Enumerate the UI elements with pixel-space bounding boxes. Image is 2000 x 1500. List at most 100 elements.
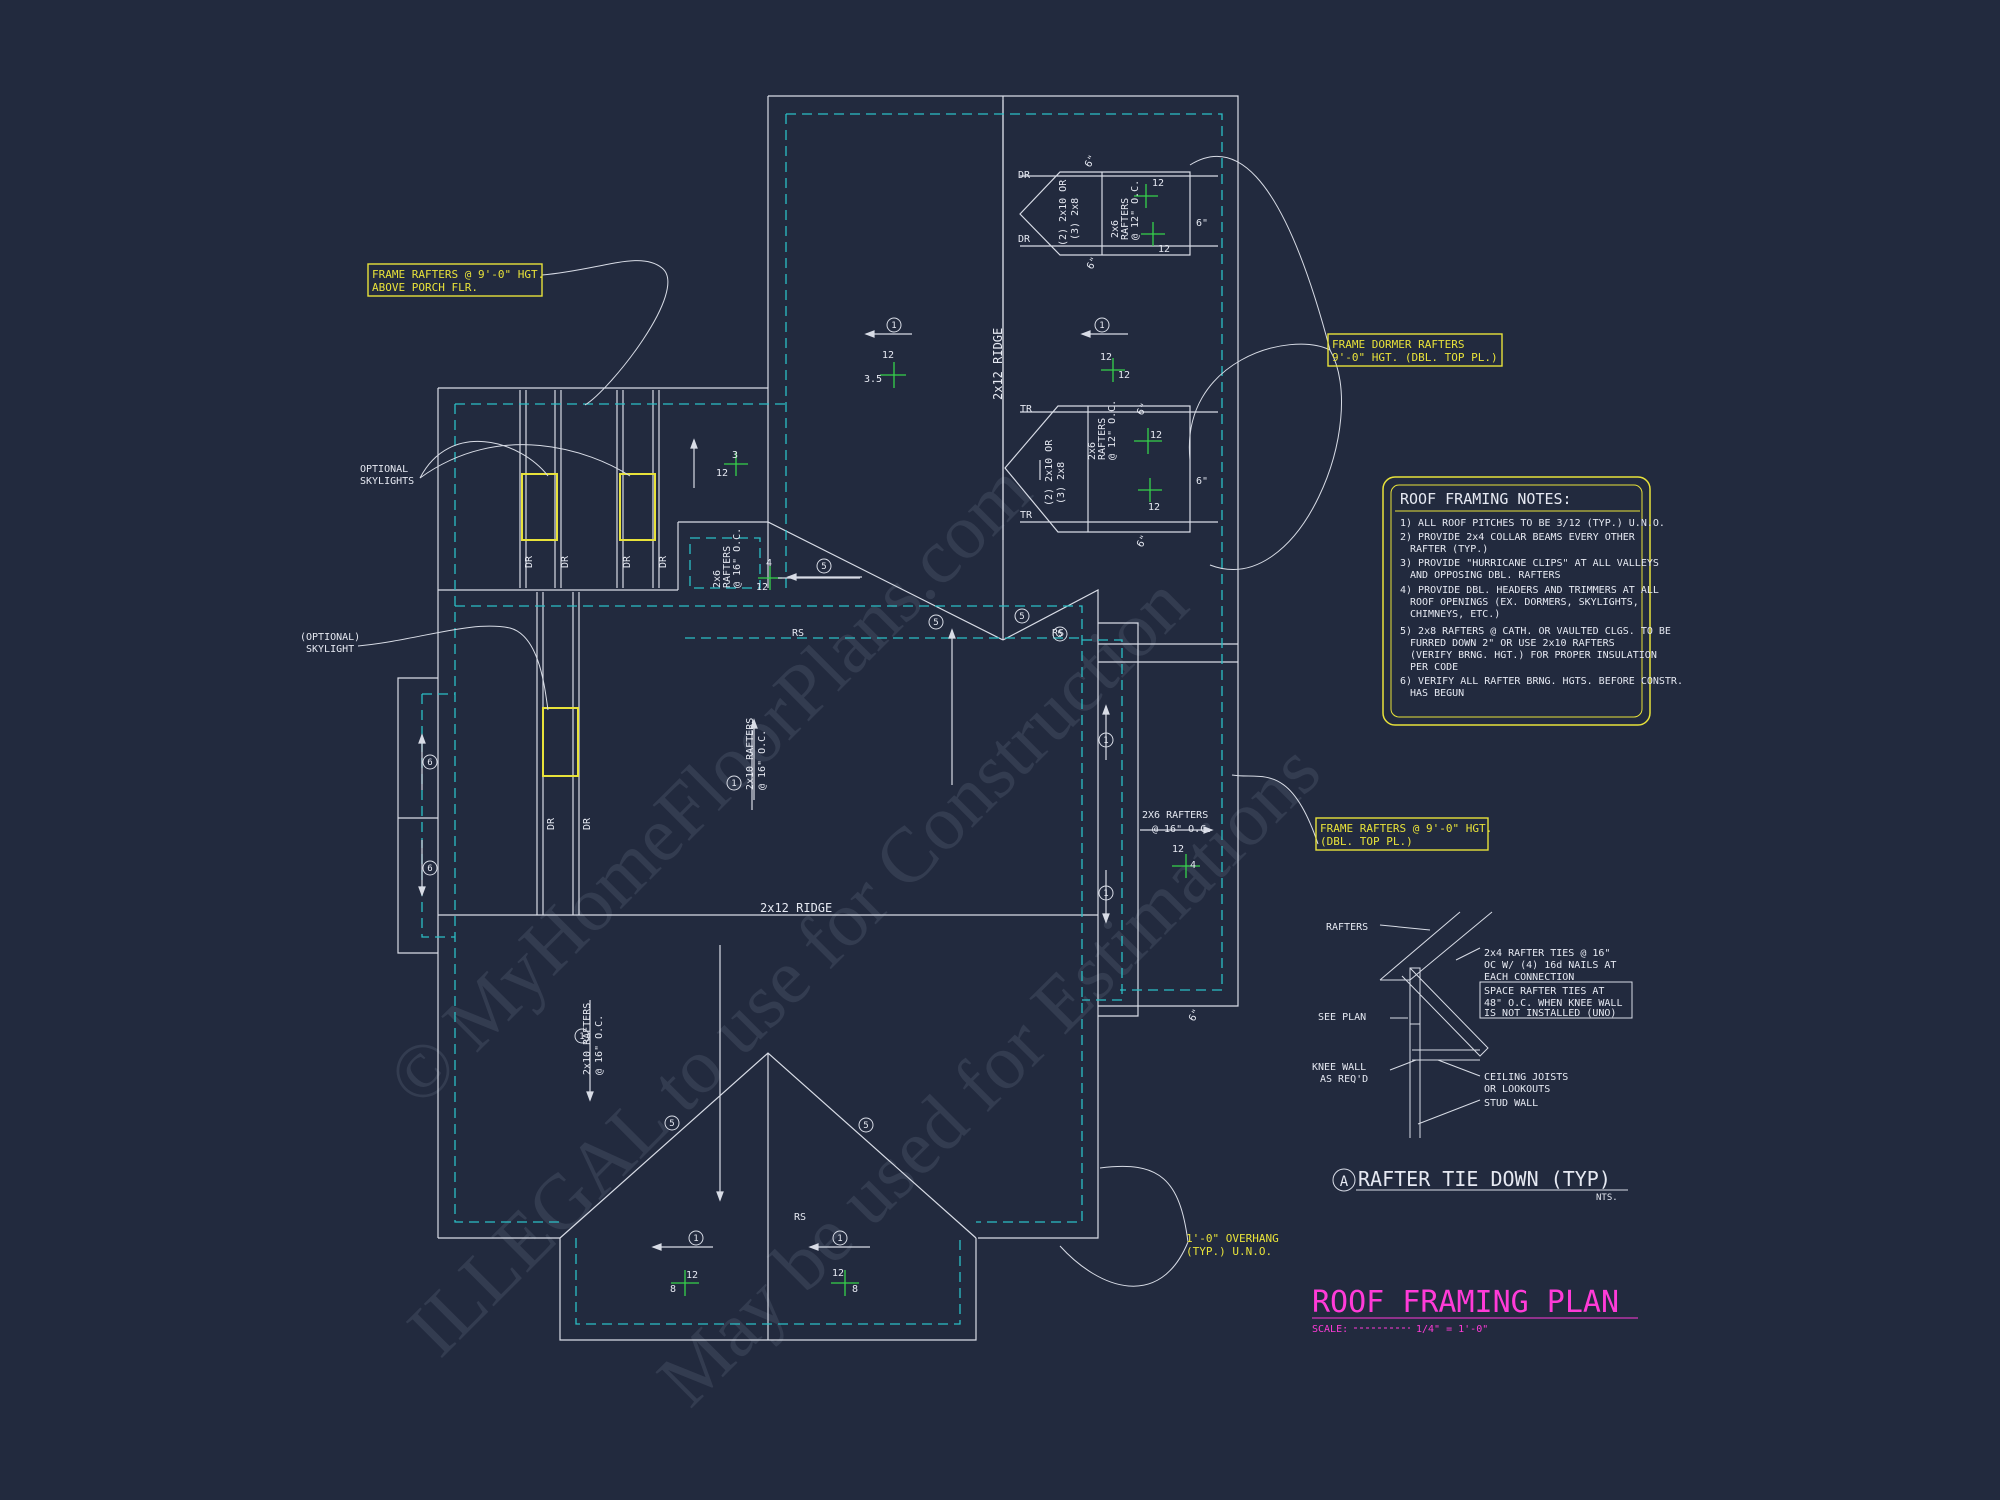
detail-title: RAFTER TIE DOWN (TYP): [1358, 1167, 1611, 1191]
circle-tag: 6: [427, 864, 432, 874]
circle-tag: 1: [837, 1234, 842, 1244]
detail-nts: NTS.: [1596, 1193, 1618, 1203]
pitch-label: 4: [1190, 860, 1196, 871]
plan-scale-value: 1/4" = 1'-0": [1416, 1324, 1488, 1335]
dormer-upper-header-2: (3) 2x8: [1070, 198, 1081, 240]
detail-rafters: RAFTERS: [1326, 922, 1368, 933]
skylight-callouts: OPTIONAL SKYLIGHTS (OPTIONAL) SKYLIGHT: [300, 464, 414, 655]
dr-label: DR: [622, 555, 633, 568]
circle-tag: 1: [1103, 736, 1108, 746]
six-inch-label: 6": [1085, 256, 1101, 272]
rs-label: RS: [792, 628, 804, 639]
dr-label: DR: [658, 555, 669, 568]
six-inch-label: 6": [1196, 218, 1208, 229]
dormer-lower-rafters-2: RAFTERS: [1097, 418, 1108, 460]
detail-ceiling-2: OR LOOKOUTS: [1484, 1084, 1550, 1095]
pitch-label: 8: [670, 1284, 676, 1295]
ridge-label-horizontal: 2x12 RIDGE: [760, 901, 832, 915]
note-6-cont: HAS BEGUN: [1410, 688, 1464, 699]
circle-tag-numbers: 1 1 5 5 5 5 1 1 6 6 1 1 5 5 1 1: [427, 321, 1108, 1244]
rafters-2x6-right-1: 2X6 RAFTERS: [1142, 810, 1208, 821]
pitch-marks: [671, 184, 1200, 1296]
pitch-label: 12: [1148, 502, 1160, 513]
roof-framing-notes: ROOF FRAMING NOTES: 1) ALL ROOF PITCHES …: [1382, 476, 1683, 726]
dormer-lower-rafters-3: @ 12" O.C.: [1107, 400, 1118, 460]
pitch-label: 4: [766, 558, 772, 569]
skylight-callout-2: SKYLIGHT: [306, 644, 354, 655]
detail-ties-2: OC W/ (4) 16d NAILS AT: [1484, 960, 1616, 971]
roof-outline: [397, 95, 1239, 1341]
callout-overhang-line-1: 1'-0" OVERHANG: [1186, 1232, 1279, 1245]
note-5-cont3: PER CODE: [1410, 662, 1458, 673]
callout-porch: FRAME RAFTERS @ 9'-0" HGT. ABOVE PORCH F…: [367, 263, 544, 297]
circle-tag: 5: [1057, 630, 1062, 640]
six-inch-label: 6": [1196, 476, 1208, 487]
note-5: 5) 2x8 RAFTERS @ CATH. OR VAULTED CLGS. …: [1400, 626, 1671, 637]
plan-title: ROOF FRAMING PLAN: [1312, 1285, 1619, 1320]
callout-porch-line-2: ABOVE PORCH FLR.: [372, 281, 478, 294]
note-5-cont2: (VERIFY BRNG. HGT.) FOR PROPER INSULATIO…: [1410, 650, 1657, 661]
plan-scale-label: SCALE:: [1312, 1324, 1348, 1335]
pitch-label: 12: [716, 468, 728, 479]
six-inch-label: 6": [1135, 534, 1151, 550]
detail-ties-3: EACH CONNECTION: [1484, 972, 1574, 983]
callout-rafters-line-1: FRAME RAFTERS @ 9'-0" HGT.: [1320, 822, 1492, 835]
circle-tag: 5: [933, 618, 938, 628]
note-5-cont: FURRED DOWN 2" OR USE 2x10 RAFTERS: [1410, 638, 1615, 649]
pitch-label: 12: [1150, 430, 1162, 441]
circle-tag: 5: [821, 562, 826, 572]
note-4: 4) PROVIDE DBL. HEADERS AND TRIMMERS AT …: [1400, 585, 1659, 596]
dormer-upper-rafters-2: RAFTERS: [1120, 198, 1131, 240]
pitch-label: 12: [1118, 370, 1130, 381]
pitch-label: 12: [1158, 244, 1170, 255]
callout-dormer-line-1: FRAME DORMER RAFTERS: [1332, 338, 1464, 351]
dr-label: DR: [582, 817, 593, 830]
detail-knee-wall-2: AS REQ'D: [1320, 1074, 1368, 1085]
skylight-1: [521, 473, 558, 541]
rs-label: RS: [1052, 628, 1064, 639]
note-1: 1) ALL ROOF PITCHES TO BE 3/12 (TYP.) U.…: [1400, 518, 1665, 529]
wall-lines: [421, 113, 1223, 1325]
circle-tag: 1: [891, 321, 896, 331]
tr-label: TR: [1020, 510, 1033, 521]
detail-title-letter: A: [1340, 1174, 1349, 1190]
circle-tag: 5: [863, 1121, 868, 1131]
dr-label: DR: [1018, 170, 1031, 181]
dormer-upper-rafters-1: 2x6: [1110, 220, 1121, 238]
detail-ceiling-1: CEILING JOISTS: [1484, 1072, 1568, 1083]
callout-overhang: 1'-0" OVERHANG (TYP.) U.N.O.: [1186, 1232, 1279, 1258]
notes-title: ROOF FRAMING NOTES:: [1400, 490, 1572, 508]
rafters-2x6-small-1: 2x6: [712, 570, 723, 588]
pitch-label: 8: [852, 1284, 858, 1295]
pitch-label: 3.5: [864, 374, 882, 385]
skylight-2: [619, 473, 656, 541]
detail-stud-wall: STUD WALL: [1484, 1098, 1538, 1109]
plan-labels: 2x12 RIDGE 2x12 RIDGE 2x10 RAFTERS @ 16"…: [524, 154, 1212, 1295]
rafters-2x10-lower-2: @ 16" O.C.: [594, 1015, 605, 1075]
rafters-2x10-lower-1: 2x10 RAFTERS: [582, 1003, 593, 1075]
pitch-label: 12: [1152, 178, 1164, 189]
rafters-2x6-right-2: @ 16" O.C.: [1152, 824, 1212, 835]
circle-tag: 5: [669, 1119, 674, 1129]
detail-see-plan: SEE PLAN: [1318, 1012, 1366, 1023]
circle-tag: 1: [1099, 321, 1104, 331]
six-inch-label: 6": [1135, 402, 1151, 418]
note-2: 2) PROVIDE 2x4 COLLAR BEAMS EVERY OTHER: [1400, 532, 1636, 543]
rafters-2x10-upper-1: 2x10 RAFTERS: [745, 718, 756, 790]
detail-knee-wall-1: KNEE WALL: [1312, 1062, 1366, 1073]
callout-overhang-line-2: (TYP.) U.N.O.: [1186, 1245, 1272, 1258]
dr-label: DR: [560, 555, 571, 568]
pitch-label: 12: [1100, 352, 1112, 363]
detail-spacing-2: 48" O.C. WHEN KNEE WALL: [1484, 998, 1622, 1009]
leader-lines: [357, 155, 1343, 1287]
detail-spacing-3: IS NOT INSTALLED (UNO): [1484, 1008, 1616, 1019]
dormer-lower-header-1: (2) 2x10 OR: [1044, 439, 1055, 506]
rafters-2x6-small-3: @ 16" O.C.: [732, 528, 743, 588]
rafters-2x6-small-2: RAFTERS: [722, 546, 733, 588]
skylight-3: [542, 707, 579, 777]
pitch-label: 12: [1172, 844, 1184, 855]
callout-dormer-line-2: 9'-0" HGT. (DBL. TOP PL.): [1332, 351, 1498, 364]
watermark: © MyHomeFloorPlans.com ILLEGAL to use fo…: [371, 446, 1337, 1422]
tr-label: TR: [1020, 404, 1033, 415]
dr-label: DR: [546, 817, 557, 830]
